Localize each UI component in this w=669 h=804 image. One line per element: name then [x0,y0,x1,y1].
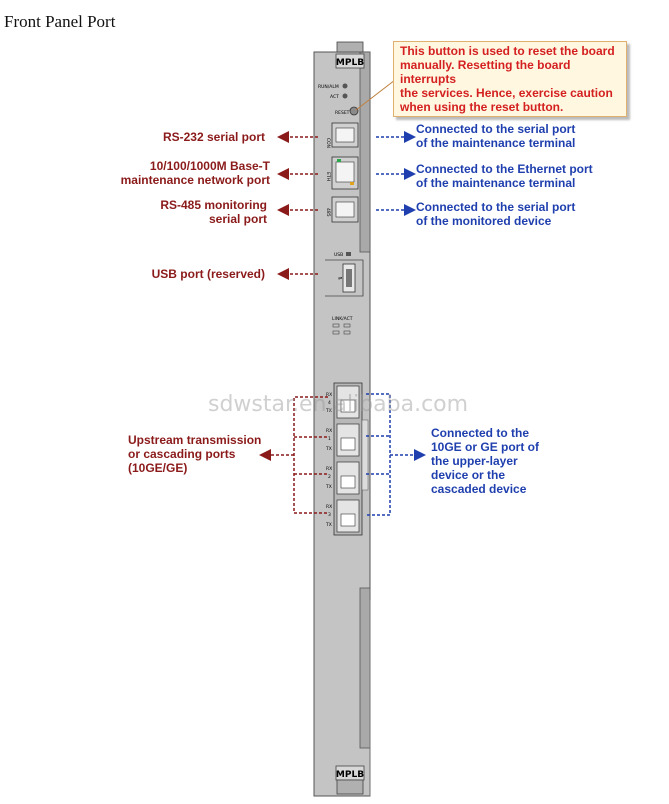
upstream-label: Upstream transmission or cascading ports… [128,433,262,475]
rs232-label: RS-232 serial port [162,130,265,144]
serial-monitored-label: Connected to the serial port of the moni… [416,200,576,228]
right-arrows [366,131,426,516]
svg-text:TX: TX [325,408,332,414]
sfp-slots [336,385,360,533]
upper-layer-label: Connected to the 10GE or GE port of the … [431,426,540,496]
svg-text:RX: RX [326,504,332,510]
rs485-port-label: 485 [325,208,331,217]
svg-text:RX: RX [326,392,332,398]
board-name-bottom: MPLB [336,770,364,780]
svg-text:2: 2 [328,474,331,480]
watermark: sdwstar.en.alibaba.com [208,392,469,417]
con-port-label: CON [325,138,331,148]
svg-text:RX: RX [326,466,332,472]
act-led [342,93,348,99]
sfp-port-labels: RX 4 TX RX 1 TX RX 2 TX RX 3 TX [325,392,332,528]
eth-label: 10/100/1000M Base-T maintenance network … [120,159,270,187]
usb-port-label: USB port (reserved) [151,267,265,281]
link-act-label: LINK/ACT [332,316,353,322]
reset-note-callout: This button is used to reset the board m… [393,41,627,117]
svg-text:RX: RX [326,428,332,434]
note-line: This button is used to reset the board [400,44,615,58]
eth-port-label: ETH [325,172,331,181]
left-arrows [259,131,328,514]
link-act-leds [332,323,351,335]
serial-maint-label: Connected to the serial port of the main… [416,122,576,150]
usb-label: USB [334,252,343,258]
svg-text:4: 4 [328,400,331,406]
page-title: Front Panel Port [4,12,116,31]
svg-text:1: 1 [328,436,331,442]
eth-maint-label: Connected to the Ethernet port of the ma… [416,162,593,190]
note-line: manually. Resetting the board interrupts [400,58,571,86]
usb-led [346,252,351,256]
reset-button[interactable] [349,106,359,116]
board-name-top: MPLB [336,58,364,68]
run-alm-led [342,83,348,89]
usb-icon: ⇌ [338,276,342,282]
svg-text:3: 3 [328,512,331,518]
rs485-label: RS-485 monitoring serial port [160,198,267,226]
reset-callout-pointer [355,79,396,111]
reset-label: RESET [335,110,350,116]
led-run-alm-label: RUN/ALM [318,84,339,90]
note-line: the services. Hence, exercise caution [400,86,613,100]
svg-text:TX: TX [325,522,332,528]
svg-text:TX: TX [325,446,332,452]
note-line: when using the reset button. [400,100,564,114]
led-act-label: ACT [330,94,339,100]
svg-text:TX: TX [325,484,332,490]
